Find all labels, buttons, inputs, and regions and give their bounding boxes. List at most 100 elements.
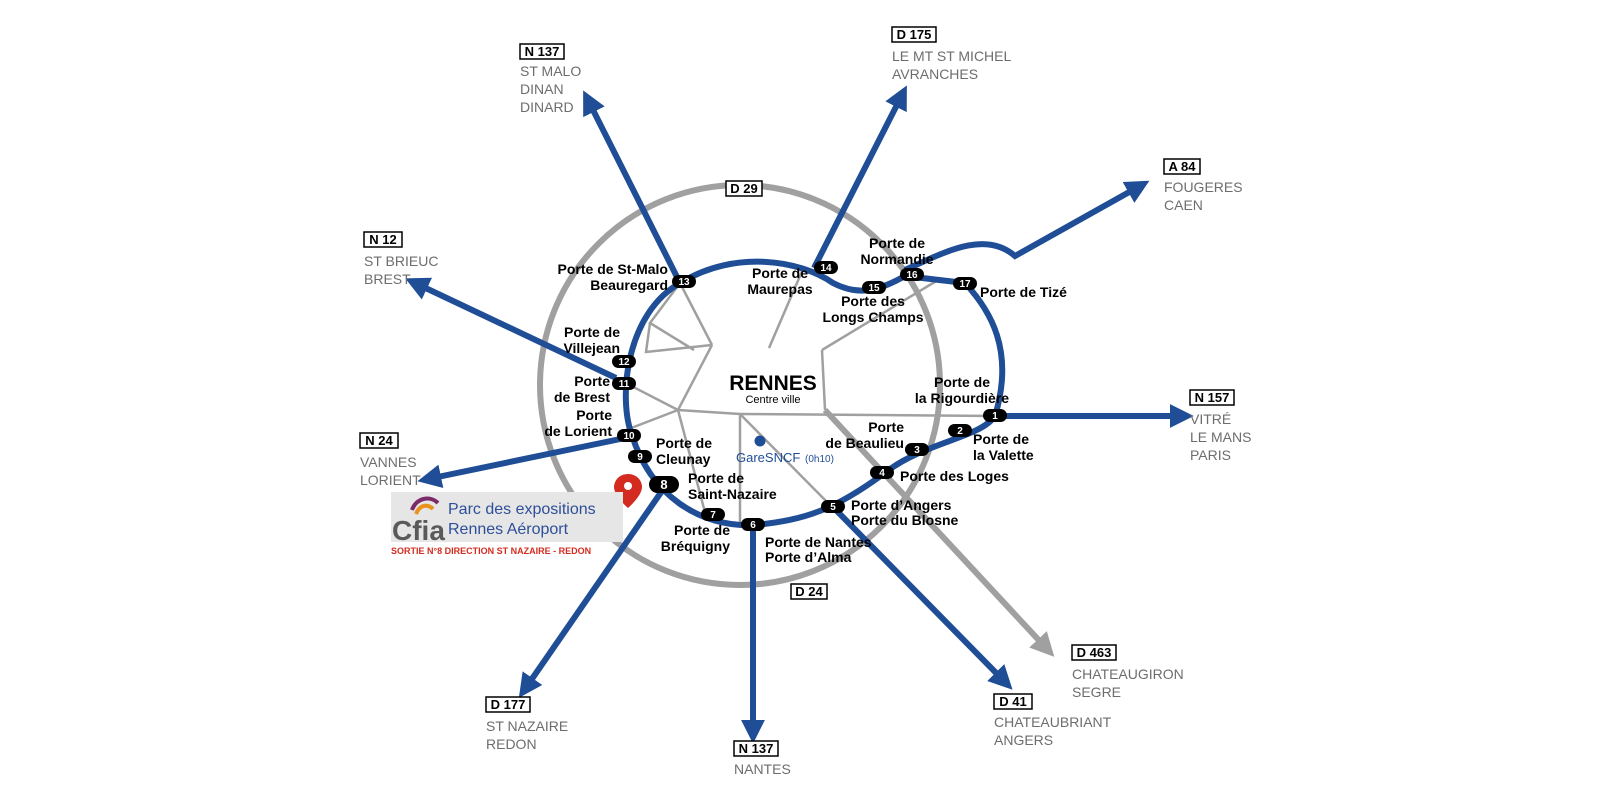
svg-text:Bréquigny: Bréquigny: [661, 538, 730, 554]
svg-text:N 137: N 137: [739, 741, 774, 756]
svg-text:D 41: D 41: [999, 694, 1026, 709]
svg-text:DINAN: DINAN: [520, 81, 564, 97]
svg-text:SEGRE: SEGRE: [1072, 684, 1121, 700]
svg-text:CHATEAUGIRON: CHATEAUGIRON: [1072, 666, 1184, 682]
svg-text:3: 3: [914, 445, 920, 456]
svg-text:Beauregard: Beauregard: [590, 277, 668, 293]
svg-text:BREST: BREST: [364, 271, 411, 287]
svg-text:14: 14: [820, 263, 832, 274]
porte-tize: Porte de Tizé: [980, 284, 1067, 300]
svg-text:4: 4: [879, 468, 885, 479]
svg-text:Porte d’Alma: Porte d’Alma: [765, 549, 852, 565]
svg-text:Saint-Nazaire: Saint-Nazaire: [688, 486, 777, 502]
svg-text:N 12: N 12: [369, 232, 396, 247]
svg-text:la Rigourdière: la Rigourdière: [915, 390, 1009, 406]
city-subtitle: Centre ville: [745, 394, 800, 406]
city-name: RENNES: [729, 372, 817, 395]
exit-5: 5: [821, 500, 845, 513]
svg-text:Porte des Loges: Porte des Loges: [900, 468, 1009, 484]
svg-text:Cleunay: Cleunay: [656, 451, 711, 467]
svg-text:DINARD: DINARD: [520, 99, 574, 115]
exit-4: 4: [870, 466, 894, 479]
exit-1: 1: [983, 409, 1007, 422]
svg-text:D 175: D 175: [897, 27, 932, 42]
route-d41: D 41 CHATEAUBRIANT ANGERS: [993, 693, 1112, 748]
route-a84: A 84 FOUGERES CAEN: [1163, 158, 1243, 213]
svg-text:Porte de Nantes: Porte de Nantes: [765, 534, 872, 550]
venue-card: Cfia Parc des expositions Rennes Aéropor…: [391, 492, 623, 556]
exit-16: 16: [900, 268, 924, 281]
svg-text:FOUGERES: FOUGERES: [1164, 179, 1243, 195]
venue-line-1: Parc des expositions: [448, 501, 596, 518]
route-d175: D 175 LE MT ST MICHEL AVRANCHES: [891, 26, 1012, 82]
svg-text:N 137: N 137: [525, 44, 560, 59]
cfia-logo-icon: [410, 496, 440, 515]
svg-text:Villejean: Villejean: [563, 340, 620, 356]
svg-text:de Lorient: de Lorient: [544, 423, 612, 439]
svg-text:Porte: Porte: [868, 419, 904, 435]
svg-text:Porte: Porte: [576, 407, 612, 423]
exit-8: 8: [649, 476, 679, 493]
outer-ring-label-d24: D 24: [790, 583, 828, 600]
svg-text:13: 13: [678, 277, 690, 288]
svg-text:ST NAZAIRE: ST NAZAIRE: [486, 718, 568, 734]
exit-6: 6: [741, 518, 765, 531]
svg-text:LORIENT: LORIENT: [360, 472, 421, 488]
svg-text:CAEN: CAEN: [1164, 197, 1203, 213]
route-n12: N 12 ST BRIEUC BREST: [363, 231, 438, 287]
svg-text:VITRÉ: VITRÉ: [1190, 411, 1231, 427]
svg-text:Porte de: Porte de: [869, 235, 925, 251]
svg-text:la Valette: la Valette: [973, 447, 1034, 463]
svg-text:17: 17: [959, 279, 971, 290]
svg-text:de Brest: de Brest: [554, 389, 610, 405]
venue-exit-note: SORTIE N°8 DIRECTION ST NAZAIRE - REDON: [391, 546, 591, 556]
exit-15: 15: [862, 281, 886, 294]
svg-text:N 157: N 157: [1195, 390, 1230, 405]
route-n157: N 157 VITRÉ LE MANS PARIS: [1189, 389, 1251, 463]
svg-text:Longs Champs: Longs Champs: [822, 309, 923, 325]
svg-text:15: 15: [868, 283, 880, 294]
svg-text:11: 11: [619, 379, 630, 390]
route-d463: D 463 CHATEAUGIRON SEGRE: [1071, 644, 1184, 700]
svg-text:2: 2: [957, 426, 963, 437]
svg-text:ST BRIEUC: ST BRIEUC: [364, 253, 438, 269]
svg-text:Porte de Tizé: Porte de Tizé: [980, 284, 1067, 300]
svg-text:Porte de: Porte de: [934, 374, 990, 390]
svg-text:9: 9: [637, 452, 643, 463]
exit-17: 17: [953, 277, 977, 290]
exit-markers: 1 2 3 4 5 6 7 8 9 10 11 12 13 14 15 16 1…: [612, 261, 1007, 531]
svg-text:Porte de: Porte de: [674, 522, 730, 538]
svg-text:D 463: D 463: [1077, 645, 1112, 660]
route-n137-north: N 137 ST MALO DINAN DINARD: [519, 43, 581, 115]
svg-text:Porte d’Angers: Porte d’Angers: [851, 497, 952, 513]
svg-text:1: 1: [992, 411, 998, 422]
svg-text:8: 8: [660, 477, 667, 492]
svg-text:ST MALO: ST MALO: [520, 63, 581, 79]
venue-logo: Cfia: [392, 515, 445, 546]
exit-2: 2: [948, 424, 972, 437]
route-n24: N 24 VANNES LORIENT: [359, 432, 421, 488]
svg-text:ANGERS: ANGERS: [994, 732, 1053, 748]
svg-text:Porte de: Porte de: [564, 324, 620, 340]
station-icon: [754, 435, 766, 447]
svg-text:PARIS: PARIS: [1190, 447, 1231, 463]
svg-text:NANTES: NANTES: [734, 761, 791, 777]
station-time: (0h10): [805, 454, 834, 465]
porte-loges: Porte des Loges: [900, 468, 1009, 484]
venue-line-2: Rennes Aéroport: [448, 521, 569, 538]
svg-text:AVRANCHES: AVRANCHES: [892, 66, 978, 82]
svg-text:Porte de: Porte de: [688, 470, 744, 486]
route-n137-south: N 137 NANTES: [733, 740, 791, 777]
